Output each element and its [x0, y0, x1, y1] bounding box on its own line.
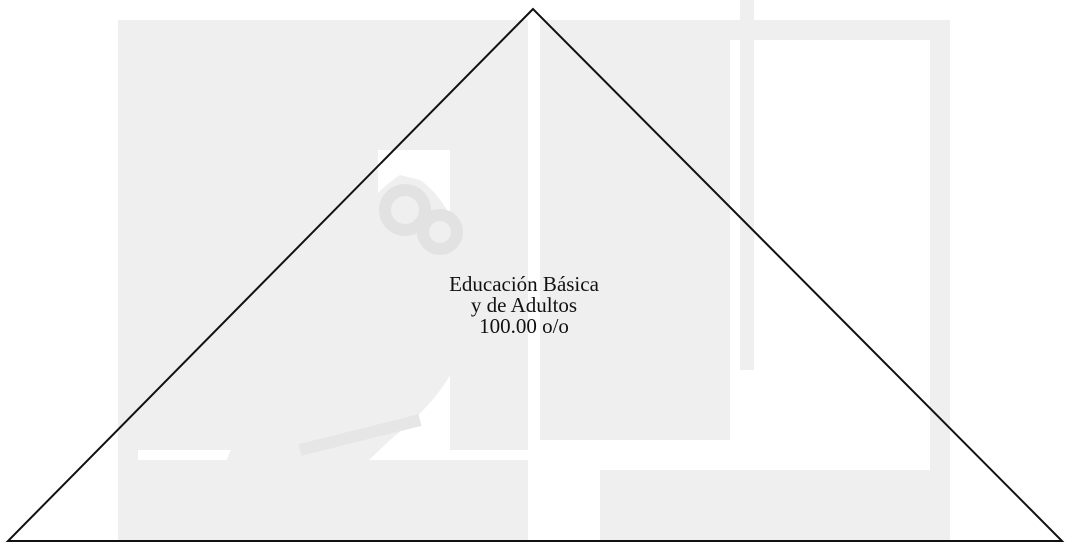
label-line-1: Educación Básica [449, 272, 599, 296]
label-line-3: 100.00 o/o [479, 314, 569, 338]
pyramid-triangle [5, 7, 1065, 542]
label-line-2: y de Adultos [470, 293, 578, 317]
triangle-label: Educación Básica y de Adultos 100.00 o/o [374, 274, 674, 337]
owl-logo-icon [118, 0, 950, 540]
